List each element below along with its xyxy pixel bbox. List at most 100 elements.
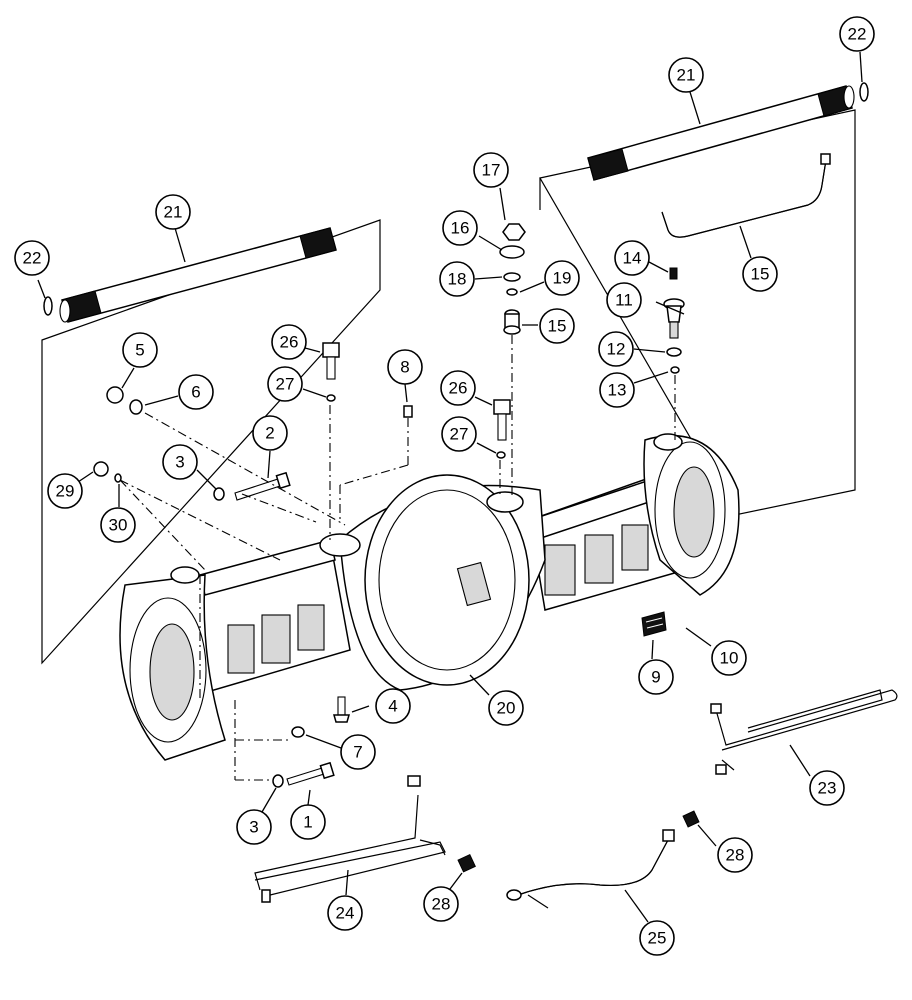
callout-24: 24 xyxy=(327,895,363,931)
callouts: 1 2 3 3 4 5 6 7 8 9 10 11 12 13 14 15 15… xyxy=(14,16,875,956)
callout-15-elbow: 15 xyxy=(539,308,575,344)
o-ring-12 xyxy=(666,347,682,357)
svg-text:16: 16 xyxy=(451,219,470,238)
plug-5 xyxy=(106,386,124,404)
svg-text:10: 10 xyxy=(720,649,739,668)
callout-15-tube: 15 xyxy=(742,256,778,292)
svg-text:26: 26 xyxy=(280,333,299,352)
svg-text:11: 11 xyxy=(615,291,633,310)
tube-assembly-23 xyxy=(710,689,898,775)
callout-18: 18 xyxy=(439,261,475,297)
tube-assembly-24 xyxy=(254,775,446,903)
callout-8: 8 xyxy=(387,349,423,385)
svg-text:17: 17 xyxy=(482,161,501,180)
callout-26-lower: 26 xyxy=(440,370,476,406)
callout-29: 29 xyxy=(47,473,83,509)
svg-text:15: 15 xyxy=(751,265,770,284)
nut-17 xyxy=(502,223,526,241)
vent-fitting xyxy=(663,298,685,339)
washer-16 xyxy=(499,245,525,259)
filter-28-left xyxy=(457,853,476,873)
svg-text:29: 29 xyxy=(56,482,75,501)
callout-7: 7 xyxy=(340,734,376,770)
o-ring-18 xyxy=(503,272,521,282)
callout-22-right: 22 xyxy=(839,16,875,52)
callout-2: 2 xyxy=(252,415,288,451)
callout-11: 11 xyxy=(606,282,642,318)
svg-text:14: 14 xyxy=(623,249,642,268)
svg-text:26: 26 xyxy=(449,379,468,398)
washer-27-upper xyxy=(326,394,336,402)
axle-shaft-left xyxy=(59,227,337,323)
decal-plate xyxy=(641,611,667,637)
svg-text:6: 6 xyxy=(191,383,200,402)
callout-28-right: 28 xyxy=(717,837,753,873)
nut-upper xyxy=(213,487,225,501)
svg-text:4: 4 xyxy=(388,697,397,716)
svg-text:5: 5 xyxy=(135,341,144,360)
callout-5: 5 xyxy=(122,332,158,368)
callout-27-upper: 27 xyxy=(267,366,303,402)
washer-27-lower xyxy=(496,451,506,459)
bleeder-bolt xyxy=(333,696,350,723)
callout-28-left: 28 xyxy=(423,886,459,922)
svg-text:30: 30 xyxy=(109,516,128,535)
callout-6: 6 xyxy=(178,374,214,410)
callout-21-left: 21 xyxy=(155,194,191,230)
callout-20: 20 xyxy=(488,690,524,726)
svg-text:7: 7 xyxy=(353,743,362,762)
svg-text:23: 23 xyxy=(818,779,837,798)
tube-15 xyxy=(661,159,827,238)
svg-text:25: 25 xyxy=(648,929,667,948)
assembly-centerlines xyxy=(119,335,676,781)
o-ring-19 xyxy=(506,288,518,296)
svg-text:22: 22 xyxy=(23,249,42,268)
svg-text:13: 13 xyxy=(608,381,627,400)
svg-text:1: 1 xyxy=(303,813,312,832)
svg-text:27: 27 xyxy=(450,425,469,444)
svg-text:21: 21 xyxy=(164,203,183,222)
plug-7 xyxy=(291,726,305,738)
callout-12: 12 xyxy=(598,331,634,367)
callout-21-right: 21 xyxy=(668,57,704,93)
callout-3-upper: 3 xyxy=(162,444,198,480)
svg-text:20: 20 xyxy=(497,699,516,718)
o-ring-30 xyxy=(114,473,122,483)
pivot-bolt-upper xyxy=(322,342,340,380)
parts xyxy=(93,153,898,909)
svg-text:28: 28 xyxy=(432,895,451,914)
callout-9: 9 xyxy=(638,659,674,695)
callout-30: 30 xyxy=(100,507,136,543)
callout-13: 13 xyxy=(599,372,635,408)
plug-29 xyxy=(93,461,109,477)
fitting-8 xyxy=(403,405,413,418)
callout-26-upper: 26 xyxy=(271,324,307,360)
svg-text:3: 3 xyxy=(175,453,184,472)
o-ring-6 xyxy=(129,399,143,415)
filter-28-right xyxy=(682,810,700,828)
thrust-washer-left xyxy=(43,296,53,316)
pivot-bolt-lower xyxy=(493,399,511,441)
svg-text:22: 22 xyxy=(848,25,867,44)
callout-23: 23 xyxy=(809,770,845,806)
svg-text:8: 8 xyxy=(400,358,409,377)
svg-text:18: 18 xyxy=(448,270,467,289)
bolt-upper xyxy=(234,471,291,501)
breather xyxy=(669,267,678,280)
thrust-washer-right xyxy=(859,82,869,102)
svg-text:9: 9 xyxy=(651,668,660,687)
callout-27-lower: 27 xyxy=(441,416,477,452)
svg-text:3: 3 xyxy=(249,818,258,837)
svg-text:28: 28 xyxy=(726,846,745,865)
callout-17: 17 xyxy=(473,152,509,188)
callout-4: 4 xyxy=(375,688,411,724)
nut-lower xyxy=(272,774,284,788)
svg-text:2: 2 xyxy=(265,424,274,443)
axle-shaft-right xyxy=(587,85,855,181)
svg-text:12: 12 xyxy=(607,340,626,359)
callout-19: 19 xyxy=(544,260,580,296)
callout-3-lower: 3 xyxy=(236,809,272,845)
svg-text:15: 15 xyxy=(548,317,567,336)
svg-text:19: 19 xyxy=(553,269,572,288)
